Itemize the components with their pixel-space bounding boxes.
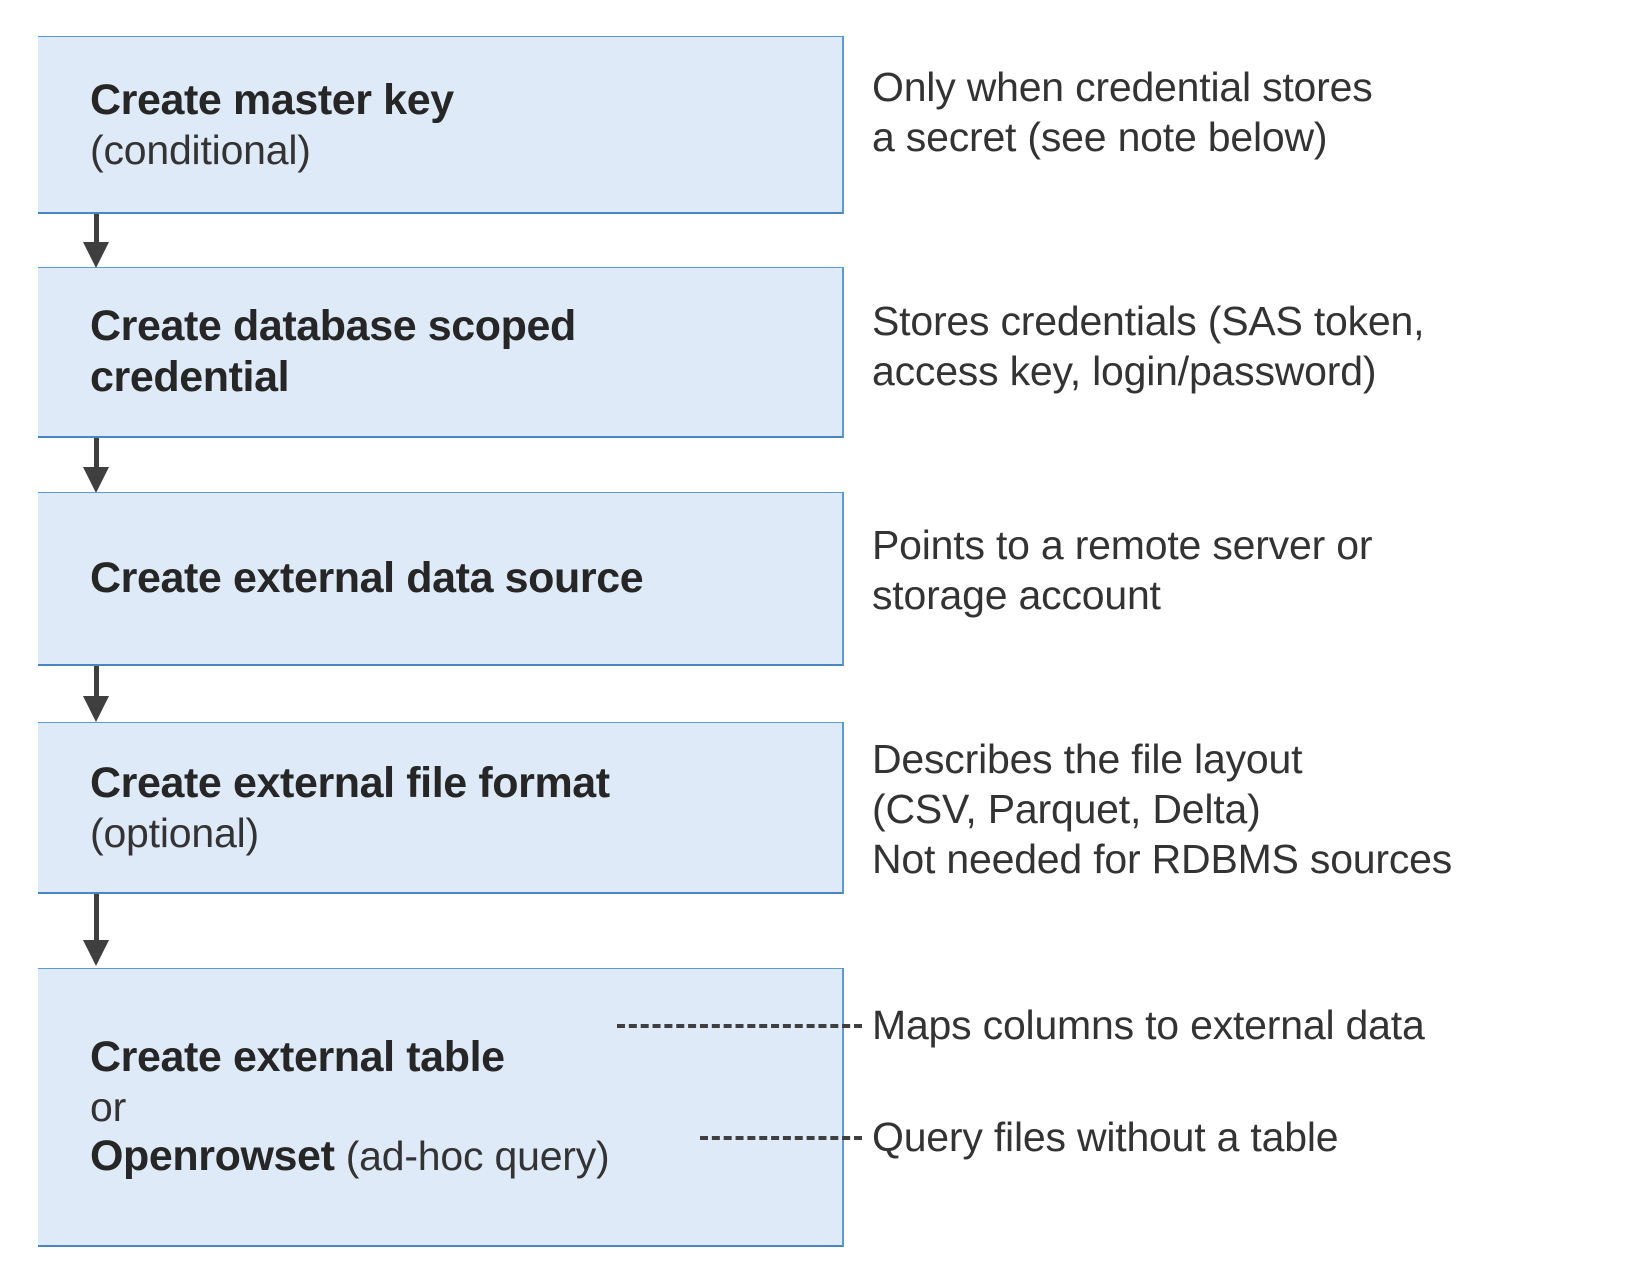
arrow-shaft [94, 666, 99, 697]
step-title-scoped-credential-line1: Create database scoped [90, 302, 576, 351]
step-title-openrowset-suffix: (ad-hoc query) [334, 1133, 610, 1180]
step-title-scoped-credential-line2: credential [90, 353, 290, 401]
step-box-create-external-data-source[interactable]: Create external data source [38, 492, 844, 666]
arrow-head [83, 696, 109, 722]
step-title-create-external-file-format: Create external file format [90, 758, 610, 807]
step-conjunction-or: or [90, 1083, 127, 1130]
note-create-external-table: Maps columns to external data [872, 1002, 1425, 1048]
arrow-shaft [94, 894, 99, 941]
step-box-create-external-file-format[interactable]: Create external file format (optional) [38, 722, 844, 894]
arrow-head [83, 467, 109, 493]
dashed-connector-external-table [617, 1024, 862, 1028]
step-subtitle-conditional: (conditional) [90, 126, 311, 173]
arrow-down-icon-1 [83, 214, 109, 268]
note-create-external-file-format: Describes the file layout (CSV, Parquet,… [872, 736, 1453, 883]
step-box-create-master-key[interactable]: Create master key (conditional) [38, 36, 844, 214]
note-openrowset: Query files without a table [872, 1114, 1339, 1160]
step-title-create-external-data-source: Create external data source [90, 554, 644, 603]
note-create-external-data-source: Points to a remote server or storage acc… [872, 522, 1373, 619]
step-title-create-external-table: Create external table [90, 1033, 505, 1082]
step-subtitle-optional: (optional) [90, 809, 259, 856]
note-create-master-key: Only when credential stores a secret (se… [872, 64, 1373, 161]
arrow-down-icon-2 [83, 438, 109, 493]
arrow-head [83, 940, 109, 966]
arrow-shaft [94, 214, 99, 244]
step-box-create-database-scoped-credential[interactable]: Create database scoped credential [38, 267, 844, 438]
dashed-connector-openrowset [700, 1136, 862, 1140]
arrow-head [83, 242, 109, 268]
step-title-openrowset-row: Openrowset (ad-hoc query) [90, 1131, 842, 1182]
step-box-create-external-table-or-openrowset[interactable]: Create external table or Openrowset (ad-… [38, 968, 844, 1247]
arrow-shaft [94, 438, 99, 468]
arrow-down-icon-4 [83, 894, 109, 969]
step-title-create-master-key: Create master key [90, 75, 454, 124]
arrow-down-icon-3 [83, 666, 109, 723]
note-create-database-scoped-credential: Stores credentials (SAS token, access ke… [872, 298, 1425, 395]
step-title-openrowset: Openrowset [90, 1132, 335, 1181]
